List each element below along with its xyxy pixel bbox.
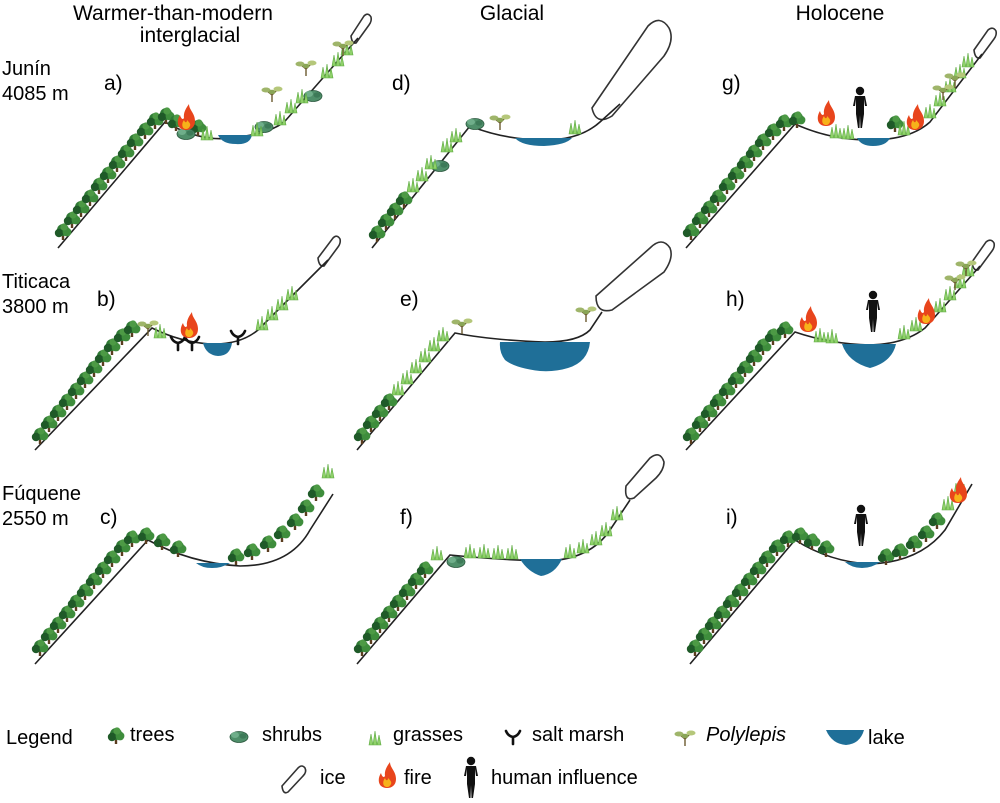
panel-label-b: b) — [97, 288, 116, 311]
panel-g — [682, 27, 998, 249]
legend: Legend trees shrubs grasses salt marsh P… — [6, 724, 905, 798]
legend-fire-icon — [378, 762, 396, 788]
legend-shrubs-icon — [229, 731, 249, 743]
panel-label-f: f) — [400, 506, 413, 529]
panel-a-lake — [218, 135, 252, 145]
row-site-fuquene: Fúquene — [2, 483, 81, 505]
row-elev-fuquene: 2550 m — [2, 508, 69, 530]
legend-polylepis-label: Polylepis — [706, 724, 786, 746]
legend-lake-icon — [826, 730, 864, 745]
panel-e-vegetation — [353, 305, 598, 444]
panel-h-ice — [971, 239, 996, 271]
panel-d-terrain — [371, 103, 621, 249]
panel-i-human-icon — [854, 504, 868, 546]
panel-f-lake — [520, 559, 562, 576]
panel-f-terrain — [356, 499, 631, 665]
row-site-titicaca: Titicaca — [2, 271, 71, 293]
panel-b-terrain — [34, 259, 329, 451]
panel-b — [31, 235, 342, 451]
legend-ice-label: ice — [320, 767, 346, 789]
panel-a-terrain — [57, 37, 359, 249]
row-elev-junin: 4085 m — [2, 83, 69, 105]
panel-g-ice — [973, 27, 998, 59]
panel-d-ice — [591, 19, 672, 121]
panel-e-ice — [595, 241, 672, 312]
panel-label-a: a) — [104, 72, 123, 95]
legend-salt-marsh-label: salt marsh — [532, 724, 624, 746]
legend-lake-label: lake — [868, 727, 905, 749]
legend-salt-marsh-icon — [504, 729, 522, 746]
panel-c-terrain — [34, 493, 334, 665]
column-title-glacial: Glacial — [480, 2, 544, 25]
legend-human-influence-label: human influence — [491, 767, 638, 789]
row-elev-titicaca: 3800 m — [2, 296, 69, 318]
column-title-interglacial-2: interglacial — [140, 24, 240, 47]
legend-trees-label: trees — [130, 724, 174, 746]
panel-c-lake — [196, 563, 230, 568]
legend-human-influence-icon — [464, 756, 478, 798]
panel-h-fire-icon-2 — [917, 298, 935, 324]
panel-e-lake — [499, 342, 590, 372]
legend-trees-icon — [107, 727, 125, 744]
legend-grasses-icon — [368, 730, 382, 746]
panel-label-g: g) — [722, 72, 741, 95]
legend-title: Legend — [6, 727, 73, 749]
panel-b-ice — [317, 235, 342, 267]
panel-f — [353, 454, 665, 665]
panel-i-lake — [845, 562, 880, 568]
panel-a — [54, 13, 373, 249]
panel-g-fire-icon-2 — [906, 104, 924, 130]
column-title-interglacial-1: Warmer-than-modern — [73, 2, 273, 25]
panel-d-vegetation — [368, 113, 582, 242]
legend-polylepis-icon — [673, 729, 697, 747]
panel-d — [368, 19, 672, 249]
panel-label-i: i) — [726, 506, 738, 529]
legend-shrubs-label: shrubs — [262, 724, 322, 746]
panel-h — [682, 239, 996, 451]
panel-d-lake — [515, 138, 572, 146]
panel-a-fire-icon — [177, 104, 195, 130]
panel-a-vegetation — [54, 39, 355, 240]
panel-g-human-icon — [853, 86, 867, 128]
row-site-junin: Junín — [2, 58, 51, 80]
legend-grasses-label: grasses — [393, 724, 463, 746]
panel-e-terrain — [356, 311, 603, 451]
panel-g-lake — [857, 138, 890, 146]
column-title-holocene: Holocene — [796, 2, 885, 25]
panel-label-e: e) — [400, 288, 419, 311]
panel-b-vegetation — [31, 285, 299, 444]
panel-b-fire-icon — [180, 312, 198, 338]
panel-f-ice — [624, 454, 665, 500]
panel-b-lake — [203, 343, 232, 356]
panel-f-vegetation — [353, 505, 624, 656]
legend-fire-label: fire — [404, 767, 432, 789]
panel-e — [353, 241, 672, 451]
panel-h-human-icon — [866, 290, 880, 332]
panel-i — [686, 477, 973, 665]
panel-i-fire-icon — [949, 477, 967, 503]
panel-a-ice — [350, 13, 373, 44]
panel-h-fire-icon-1 — [799, 306, 817, 332]
panel-c — [31, 463, 335, 665]
legend-ice-icon — [281, 765, 307, 794]
panel-g-fire-icon-1 — [817, 100, 835, 126]
panel-label-h: h) — [726, 288, 745, 311]
panel-label-c: c) — [100, 506, 118, 529]
panel-label-d: d) — [392, 72, 411, 95]
panel-h-lake — [842, 344, 896, 368]
